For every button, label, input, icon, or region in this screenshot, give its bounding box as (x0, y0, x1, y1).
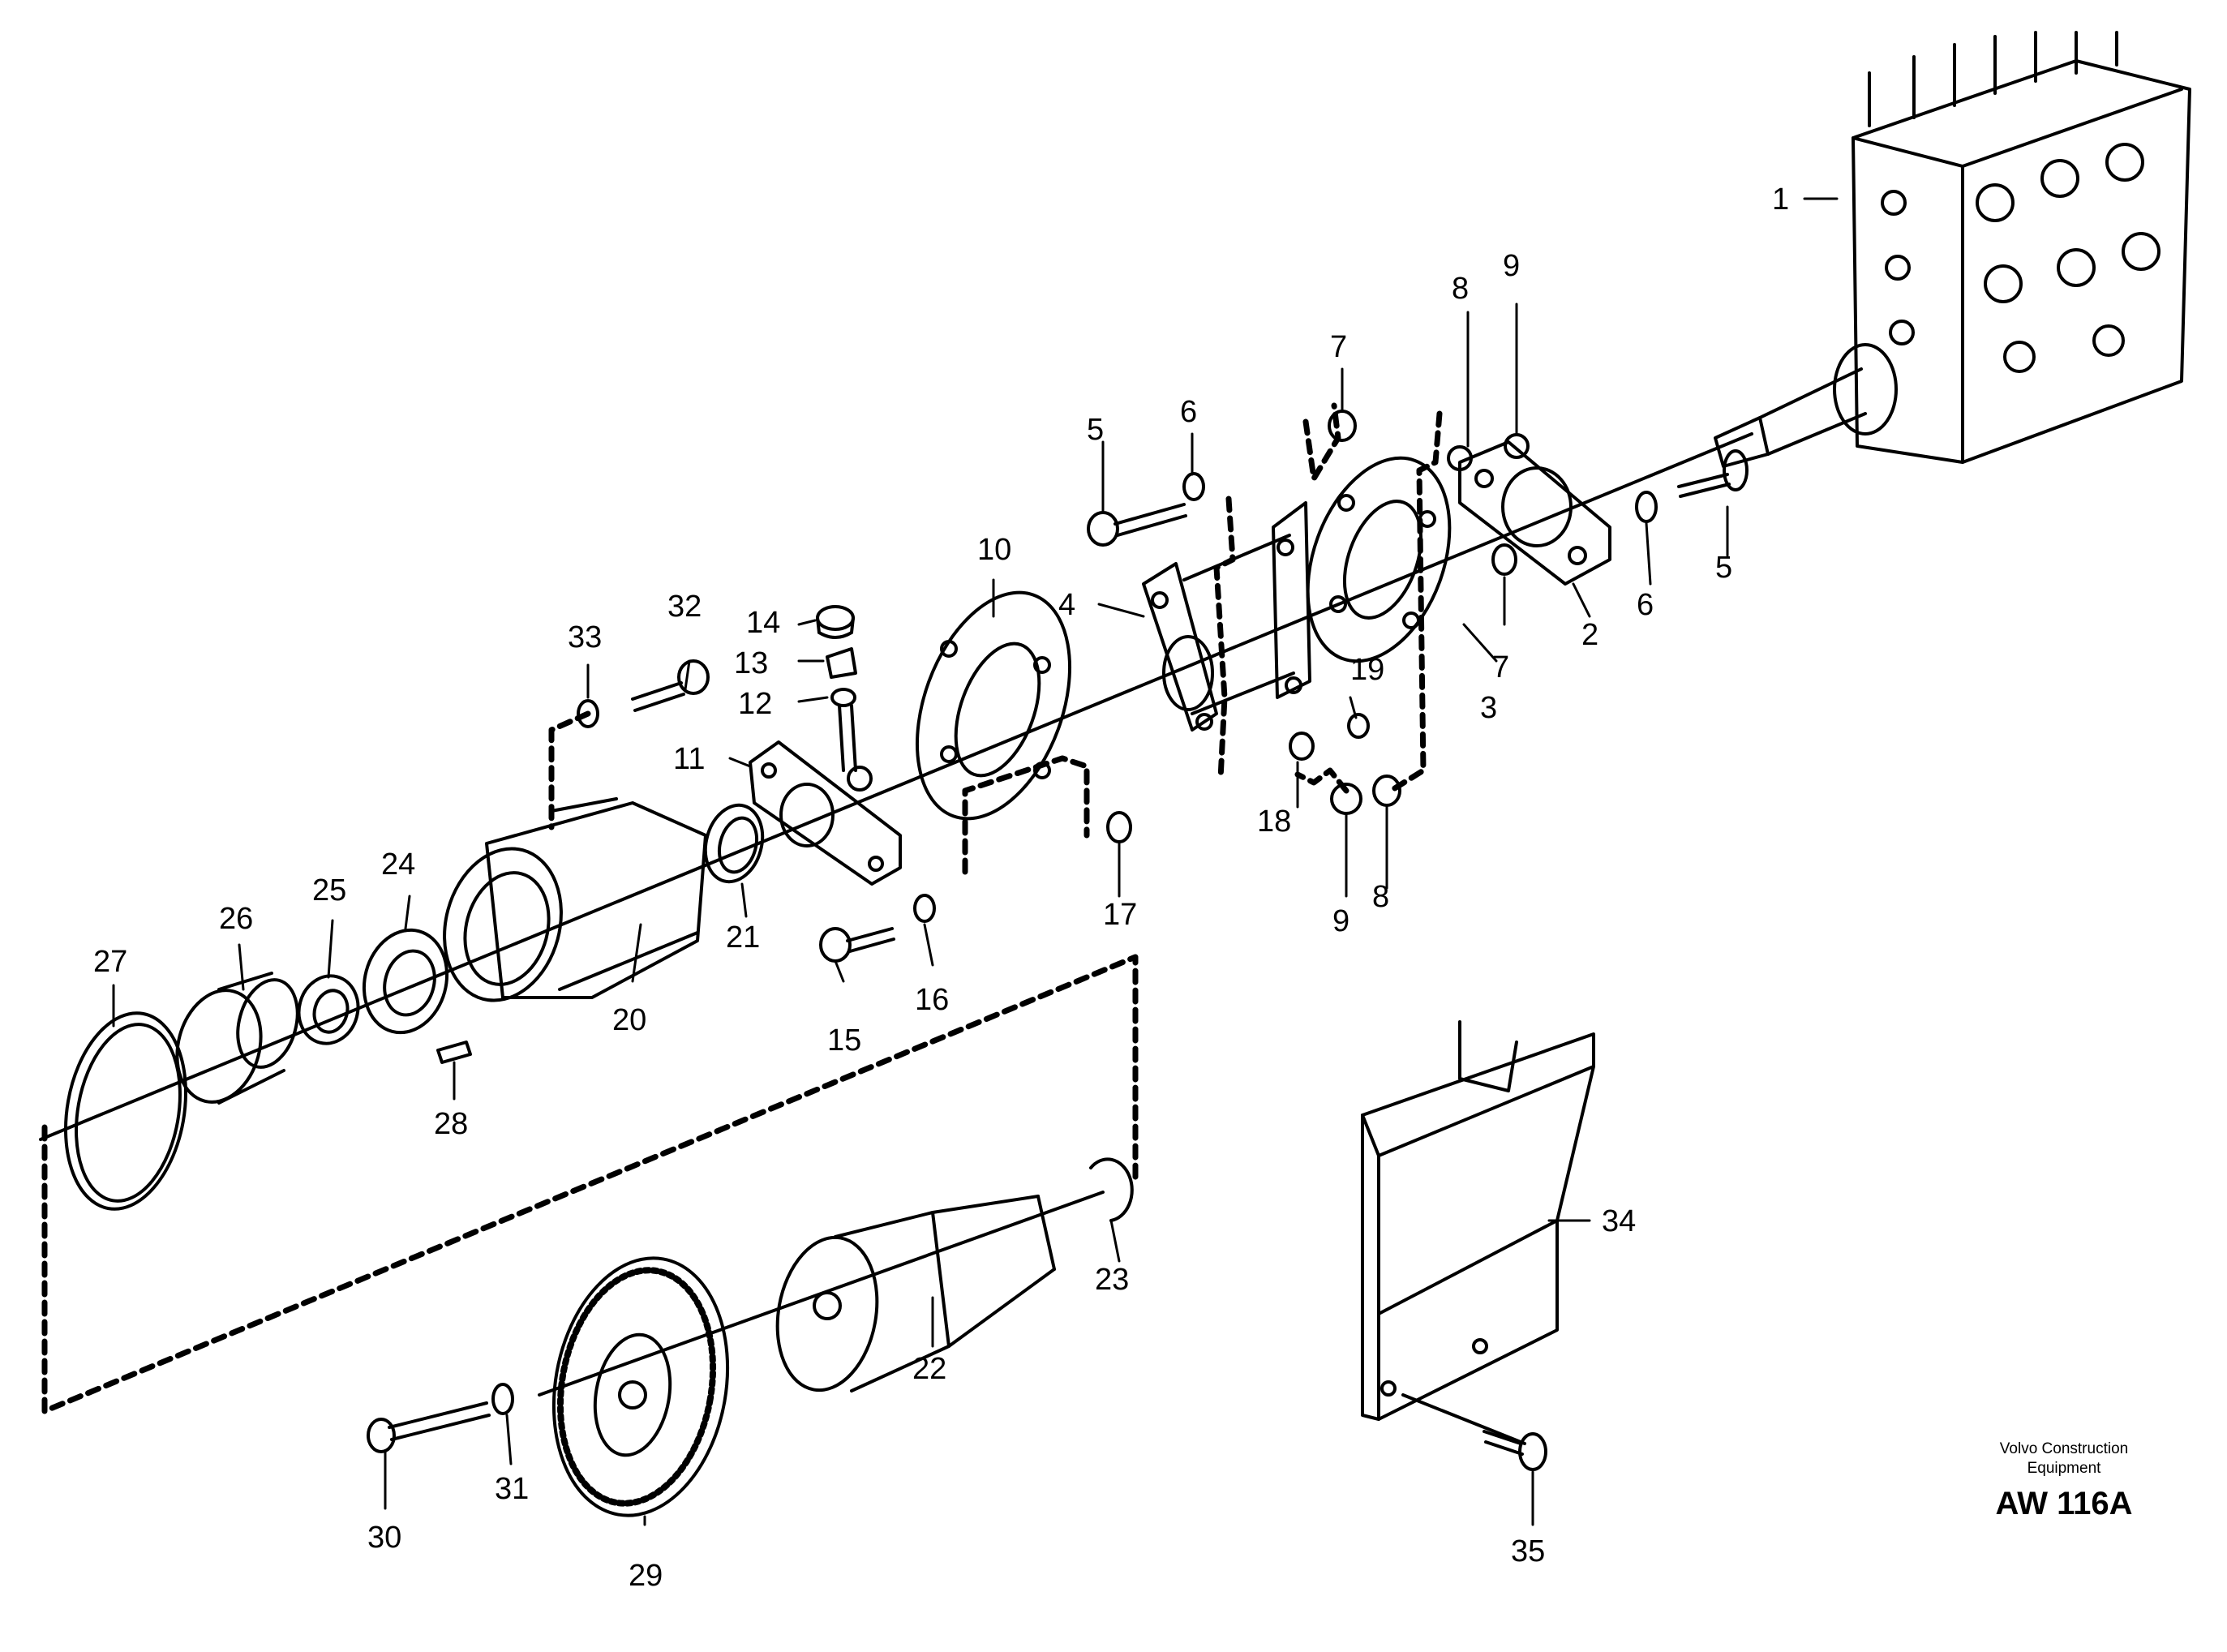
credit-block: Volvo Construction Equipment (1959, 1440, 2169, 1478)
dashed-guide (41, 954, 1139, 1414)
callout-8a: 8 (1452, 272, 1469, 306)
washer-13 (826, 647, 857, 679)
callout-25: 25 (312, 873, 346, 908)
callout-13: 13 (734, 646, 768, 680)
bolt-35 (1401, 1393, 1526, 1445)
callout-24: 24 (381, 847, 415, 882)
o-ring-27 (63, 1011, 188, 1211)
callout-14: 14 (746, 606, 780, 640)
dashed-guide (548, 710, 591, 830)
bracket-2 (1458, 440, 1611, 586)
callout-6b: 6 (1637, 588, 1654, 622)
shield-34 (1361, 1020, 1595, 1421)
leader-lines (112, 197, 1839, 1526)
bolt-30 (388, 1401, 491, 1441)
callout-33: 33 (568, 620, 602, 654)
callout-29: 29 (629, 1559, 663, 1593)
bearing-26 (175, 989, 263, 1104)
callout-26: 26 (219, 902, 253, 936)
callout-7b: 7 (1492, 650, 1509, 684)
ring-21 (703, 803, 765, 884)
callout-30: 30 (367, 1521, 401, 1555)
callout-27: 27 (93, 945, 127, 979)
callout-9b: 9 (1332, 904, 1350, 938)
clamp-11 (749, 740, 902, 886)
callout-35: 35 (1511, 1534, 1545, 1568)
dashed-guide (1302, 402, 1341, 482)
figure-code: AW 116A (1995, 1486, 2133, 1521)
callout-20: 20 (612, 1003, 646, 1037)
callout-31: 31 (495, 1472, 529, 1506)
callout-9a: 9 (1503, 249, 1520, 283)
dashed-guide (1213, 496, 1236, 782)
housing-20 (443, 797, 707, 1002)
dashed-guide (962, 755, 1090, 875)
callout-12: 12 (738, 687, 772, 721)
cap-14 (816, 605, 855, 631)
gear-29 (551, 1256, 730, 1517)
callout-7a: 7 (1330, 330, 1347, 364)
callout-1: 1 (1772, 182, 1789, 217)
callout-19: 19 (1350, 653, 1384, 687)
callout-10: 10 (977, 533, 1011, 567)
callout-16: 16 (915, 983, 949, 1017)
nut-washer-group (1106, 410, 1530, 843)
callouts: 1 2 3 4 5 5 6 6 7 7 8 8 9 9 10 11 12 13 … (93, 182, 1789, 1593)
callout-23: 23 (1095, 1263, 1129, 1297)
flange-plate-3 (1306, 456, 1452, 663)
callout-4: 4 (1058, 588, 1075, 622)
dashed-guide (1388, 410, 1443, 794)
axis-line (39, 432, 1753, 1141)
flange-ring-10 (915, 590, 1072, 821)
callout-28: 28 (434, 1107, 468, 1141)
callout-6a: 6 (1180, 395, 1197, 429)
bolt-group (577, 449, 1749, 963)
coupling-housing-4 (1142, 501, 1311, 732)
callout-21: 21 (726, 920, 760, 955)
callout-5b: 5 (1715, 551, 1732, 585)
callout-3: 3 (1480, 691, 1497, 725)
credit-line-2: Equipment (2027, 1460, 2101, 1477)
nut-12 (830, 688, 856, 707)
shaft-22 (775, 1195, 1056, 1392)
seal-25 (297, 974, 360, 1045)
injection-pump (1714, 31, 2191, 468)
callout-11: 11 (673, 742, 705, 776)
callout-18: 18 (1257, 805, 1291, 839)
callout-17: 17 (1103, 898, 1137, 932)
circlip-23 (1089, 1157, 1134, 1222)
credit-line-1: Volvo Construction (1999, 1440, 2129, 1457)
pin-28 (436, 1041, 472, 1064)
callout-32: 32 (667, 590, 702, 624)
dashed-guide (1294, 767, 1350, 794)
washer-31 (491, 1383, 514, 1415)
callout-34: 34 (1602, 1204, 1636, 1238)
bearing-24 (362, 928, 449, 1035)
callout-22: 22 (912, 1352, 946, 1386)
callout-8b: 8 (1372, 880, 1389, 914)
callout-5a: 5 (1087, 413, 1104, 447)
callout-15: 15 (827, 1023, 861, 1058)
callout-2: 2 (1581, 618, 1598, 652)
screw-12 (838, 704, 857, 772)
